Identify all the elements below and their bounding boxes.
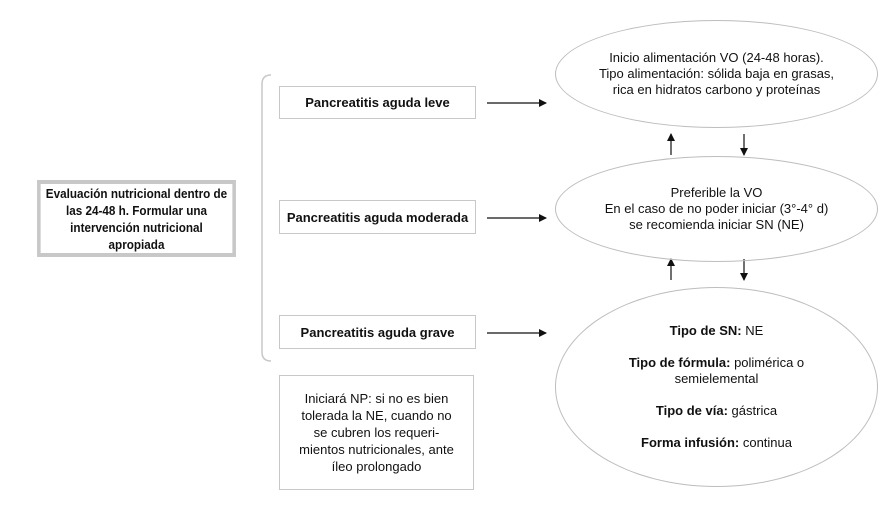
evaluation-text: Evaluación nutricional dentro de las 24-… — [45, 185, 228, 252]
np-note-box: Iniciará NP: si no es bien tolerada la N… — [279, 375, 474, 490]
severe-formula-row: Tipo de fórmula: polimérica o semielemen… — [617, 355, 817, 387]
severe-route-label: Tipo de vía: — [655, 403, 728, 418]
condition-mild-label: Pancreatitis aguda leve — [305, 95, 450, 110]
outcome-moderate-line3: se recomienda iniciar SN (NE) — [629, 217, 804, 232]
outcome-moderate-ellipse: Preferible la VO En el caso de no poder … — [555, 156, 878, 262]
severe-sn-value: NE — [745, 323, 764, 338]
condition-moderate: Pancreatitis aguda moderada — [279, 200, 476, 234]
condition-moderate-label: Pancreatitis aguda moderada — [286, 209, 469, 225]
outcome-mild-ellipse: Inicio alimentación VO (24-48 horas). Ti… — [555, 20, 878, 128]
condition-severe: Pancreatitis aguda grave — [279, 315, 476, 349]
severe-infusion-row: Forma infusión: continua — [641, 435, 792, 451]
severe-route-value: gástrica — [731, 403, 778, 418]
severe-route-row: Tipo de vía: gástrica — [656, 403, 777, 419]
condition-severe-label: Pancreatitis aguda grave — [300, 324, 455, 340]
severe-sn-row: Tipo de SN: NE — [670, 323, 764, 339]
severe-infusion-value: continua — [742, 435, 792, 450]
severe-sn-label: Tipo de SN: — [669, 323, 742, 338]
outcome-moderate-line1: Preferible la VO — [670, 185, 763, 200]
outcome-moderate-line2: En el caso de no poder iniciar (3°-4° d) — [604, 201, 829, 216]
bracket — [261, 74, 272, 362]
condition-mild: Pancreatitis aguda leve — [279, 86, 476, 119]
outcome-mild-line3: rica en hidratos carbono y proteínas — [612, 82, 821, 97]
severe-formula-value: polimérica o semielemental — [674, 355, 805, 386]
outcome-severe-ellipse: Tipo de SN: NE Tipo de fórmula: poliméri… — [555, 287, 878, 487]
severe-formula-label: Tipo de fórmula: — [628, 355, 731, 370]
outcome-mild-line2: Tipo alimentación: sólida baja en grasas… — [598, 66, 835, 81]
evaluation-box: Evaluación nutricional dentro de las 24-… — [37, 180, 236, 257]
severe-infusion-label: Forma infusión: — [641, 435, 740, 450]
outcome-mild-line1: Inicio alimentación VO (24-48 horas). — [609, 50, 824, 65]
np-note-text: Iniciará NP: si no es bien tolerada la N… — [299, 391, 454, 474]
